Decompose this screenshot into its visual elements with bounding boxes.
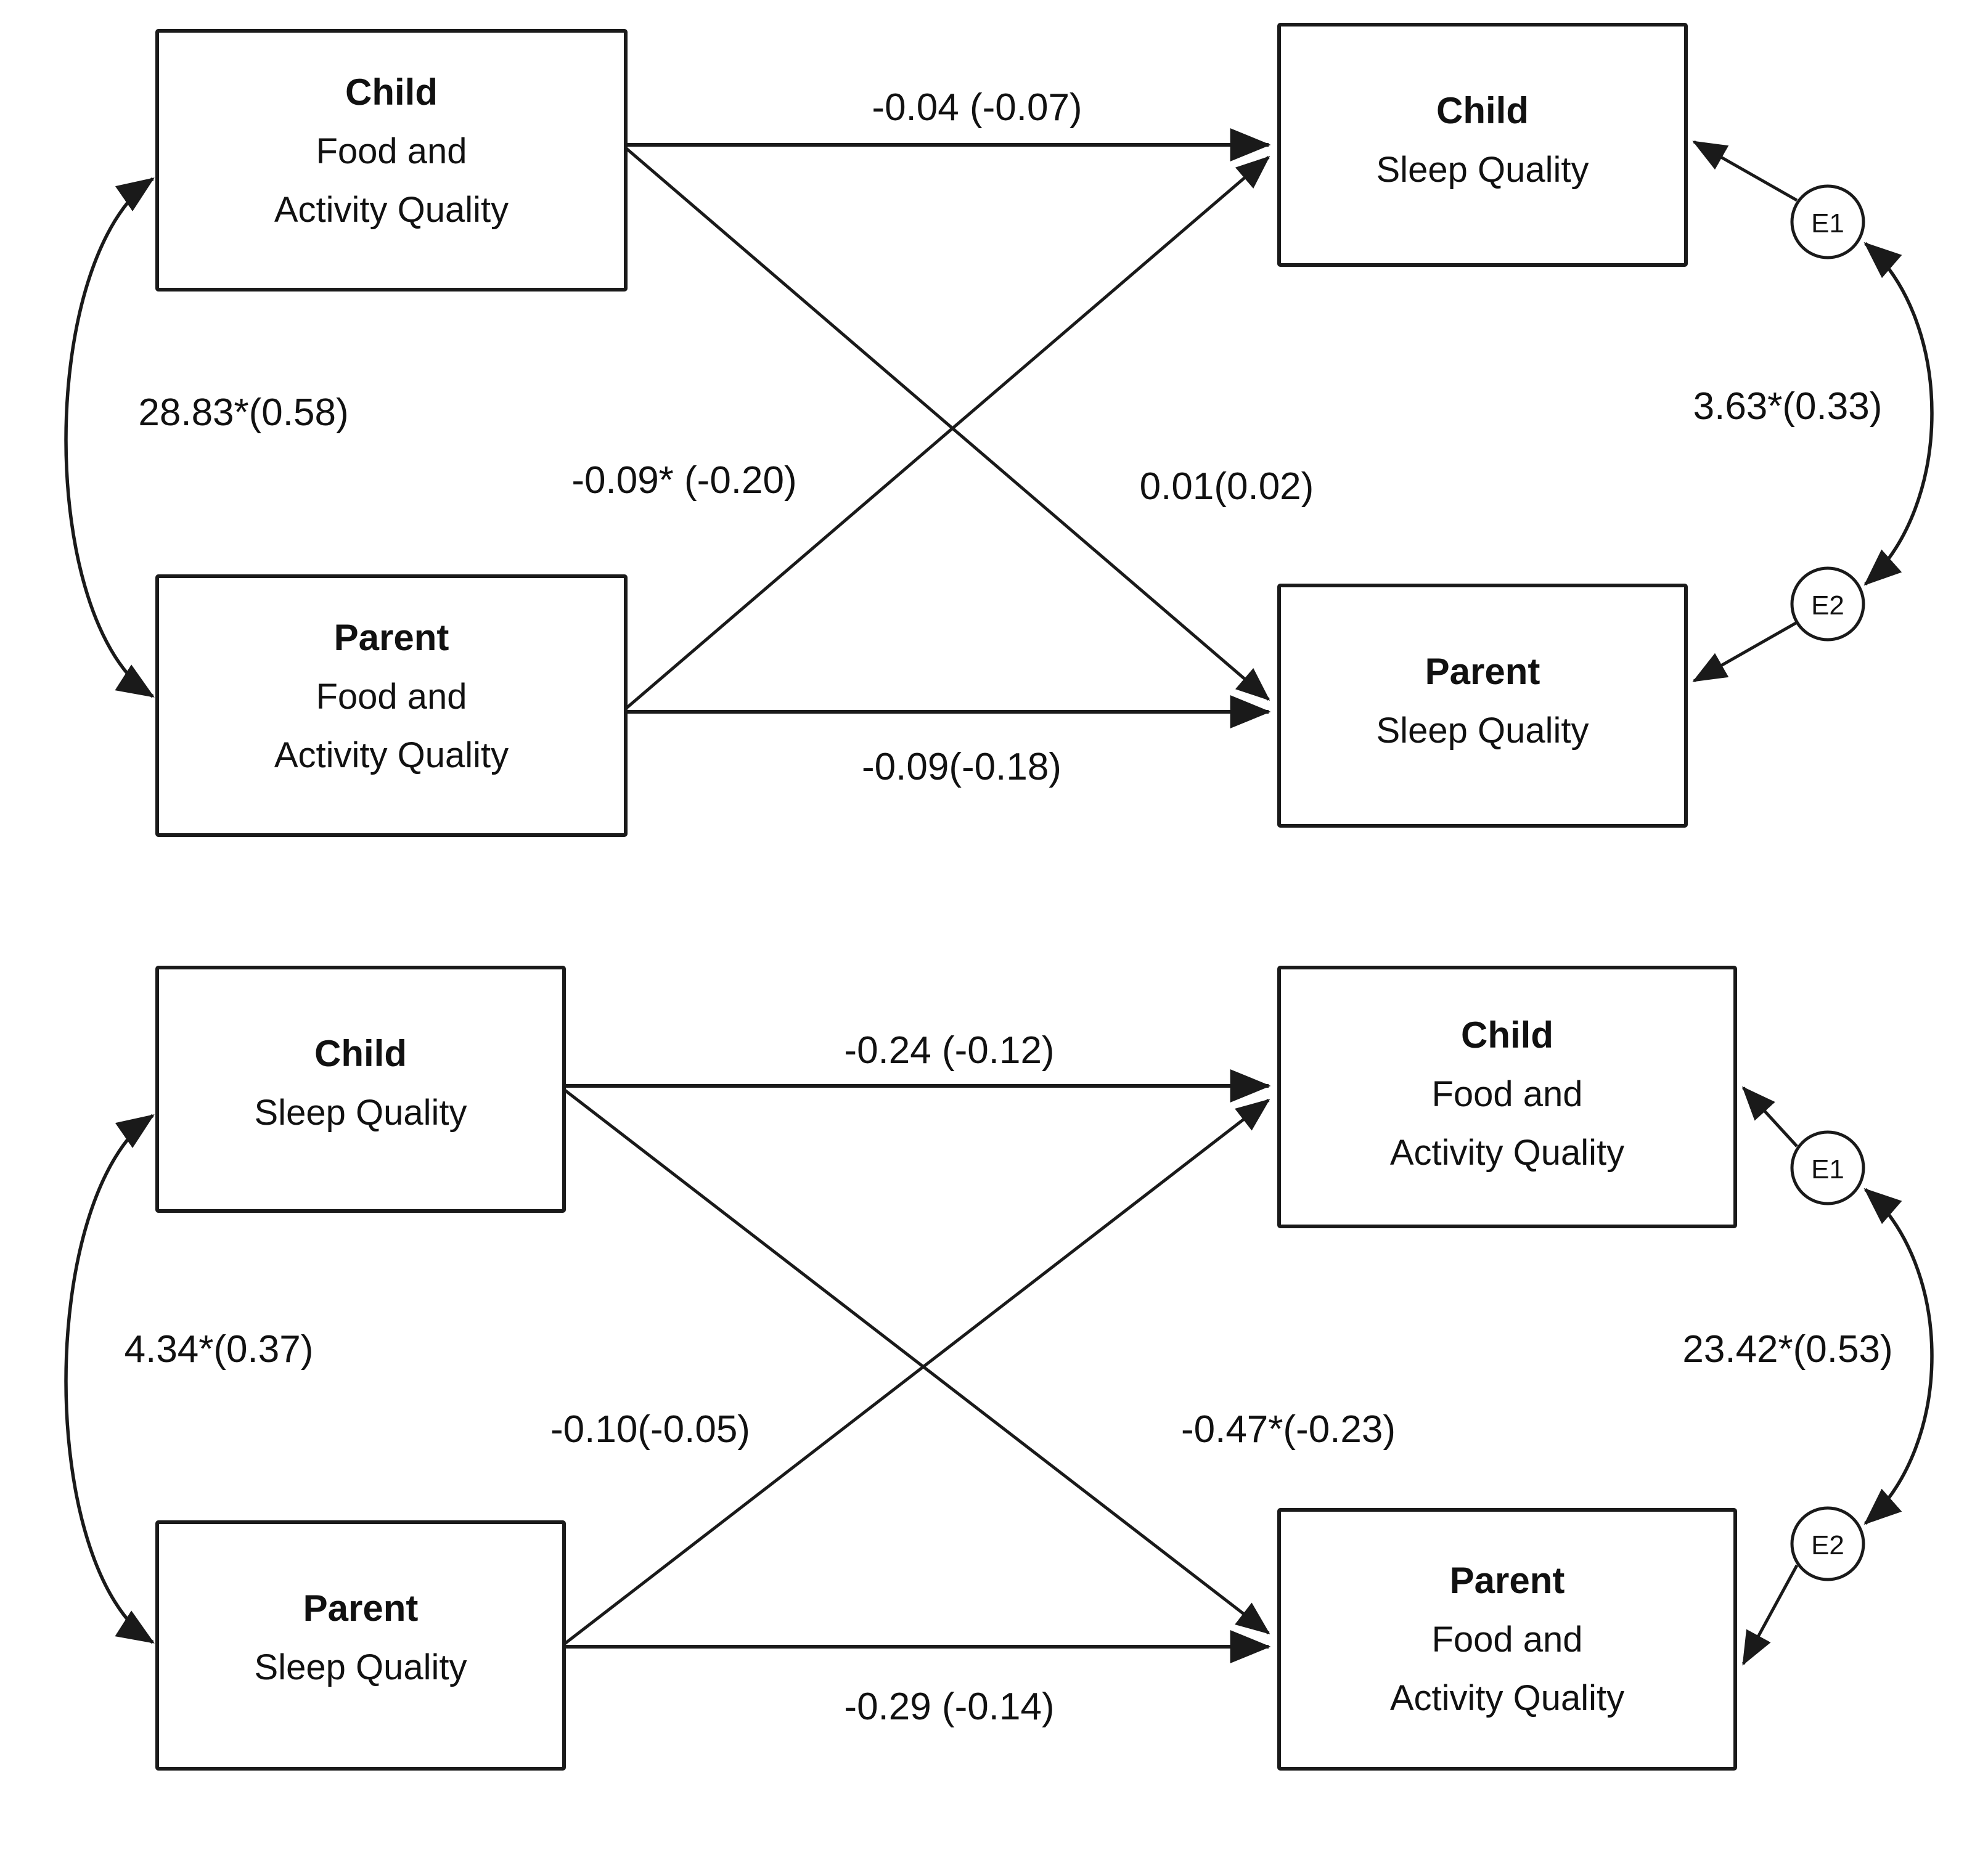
node2-bottom-right-box[interactable] bbox=[1277, 1508, 1737, 1771]
node-bottom-right-box[interactable] bbox=[1277, 584, 1688, 828]
coef-covariance-left: 28.83*(0.58) bbox=[138, 391, 348, 434]
node2-top-right-line2: Food and bbox=[1431, 1074, 1582, 1114]
error2-term-e2-circle[interactable] bbox=[1790, 1506, 1865, 1581]
path2-cross-down-arrow bbox=[563, 1088, 1270, 1634]
path2-covariance-right-curve bbox=[1863, 1188, 1934, 1525]
coef2-auto-bottom: -0.29 (-0.14) bbox=[844, 1686, 1054, 1728]
panel-bottom: Child Sleep Quality Parent Sleep Quality… bbox=[64, 966, 1934, 1771]
coef-auto-top: -0.04 (-0.07) bbox=[872, 86, 1082, 129]
node2-bottom-left-title: Parent bbox=[303, 1588, 419, 1629]
path2-cross-up-arrow bbox=[563, 1099, 1270, 1645]
node-bottom-right-line2: Sleep Quality bbox=[1376, 711, 1589, 751]
node-top-left-line2: Food and bbox=[316, 131, 467, 171]
coef2-covariance-right: 23.42*(0.53) bbox=[1682, 1328, 1892, 1371]
node-bottom-left-box[interactable] bbox=[155, 574, 628, 837]
error-term-e2-circle[interactable] bbox=[1790, 566, 1865, 642]
path2-covariance-left-curve bbox=[64, 1114, 155, 1644]
node-bottom-left-line2: Food and bbox=[316, 677, 467, 717]
error-term-e1-circle[interactable] bbox=[1790, 184, 1865, 259]
error2-term-e1-circle[interactable] bbox=[1790, 1130, 1865, 1205]
error2-term-e2-label: E2 bbox=[1811, 1530, 1844, 1560]
node2-bottom-left-box[interactable] bbox=[155, 1520, 566, 1771]
error-term-e2-label: E2 bbox=[1811, 590, 1844, 621]
coef2-cross-up: -0.10(-0.05) bbox=[550, 1408, 750, 1451]
node-top-left-title: Child bbox=[345, 71, 438, 113]
node2-top-left-box[interactable] bbox=[155, 966, 566, 1213]
node-top-right-box[interactable] bbox=[1277, 23, 1688, 267]
node-top-left-line3: Activity Quality bbox=[274, 190, 509, 230]
node2-top-right-line3: Activity Quality bbox=[1390, 1133, 1624, 1173]
path-cross-down-arrow bbox=[624, 147, 1270, 701]
path-e2-to-parent-sleep-arrow bbox=[1692, 621, 1798, 683]
node-bottom-left-line3: Activity Quality bbox=[274, 735, 509, 775]
error2-term-e1-label: E1 bbox=[1811, 1154, 1844, 1184]
node-top-right-title: Child bbox=[1436, 90, 1529, 131]
path-covariance-left-curve bbox=[64, 177, 155, 698]
node-bottom-left-title: Parent bbox=[334, 617, 449, 658]
coef-auto-bottom: -0.09(-0.18) bbox=[862, 746, 1061, 788]
node-top-left-box[interactable] bbox=[155, 29, 628, 291]
path2-e2-to-parent-food-arrow bbox=[1741, 1564, 1799, 1666]
coef-cross-up: -0.09* (-0.20) bbox=[571, 459, 796, 502]
node2-bottom-left-line2: Sleep Quality bbox=[255, 1647, 467, 1687]
node2-bottom-right-line2: Food and bbox=[1431, 1620, 1582, 1660]
path-e1-to-child-sleep-arrow bbox=[1692, 140, 1798, 202]
node-top-right-line2: Sleep Quality bbox=[1376, 150, 1589, 190]
coef2-covariance-left: 4.34*(0.37) bbox=[125, 1328, 314, 1371]
node2-top-right-title: Child bbox=[1461, 1014, 1553, 1056]
coef-cross-down: 0.01(0.02) bbox=[1140, 465, 1314, 508]
coef-covariance-right: 3.63*(0.33) bbox=[1693, 385, 1883, 428]
coef2-cross-down: -0.47*(-0.23) bbox=[1181, 1408, 1396, 1451]
path-covariance-right-curve bbox=[1863, 242, 1934, 586]
panel-top: Child Food and Activity Quality Parent F… bbox=[64, 23, 1934, 837]
node2-bottom-right-line3: Activity Quality bbox=[1390, 1678, 1624, 1718]
node2-top-left-line2: Sleep Quality bbox=[255, 1093, 467, 1133]
error-term-e1-label: E1 bbox=[1811, 208, 1844, 238]
node-bottom-right-title: Parent bbox=[1425, 651, 1540, 692]
path-cross-up-arrow bbox=[624, 156, 1270, 710]
node2-top-right-box[interactable] bbox=[1277, 966, 1737, 1228]
node2-bottom-right-title: Parent bbox=[1450, 1560, 1565, 1601]
coef2-auto-top: -0.24 (-0.12) bbox=[844, 1029, 1054, 1072]
node2-top-left-title: Child bbox=[314, 1033, 407, 1074]
path2-e1-to-child-food-arrow bbox=[1741, 1086, 1798, 1148]
